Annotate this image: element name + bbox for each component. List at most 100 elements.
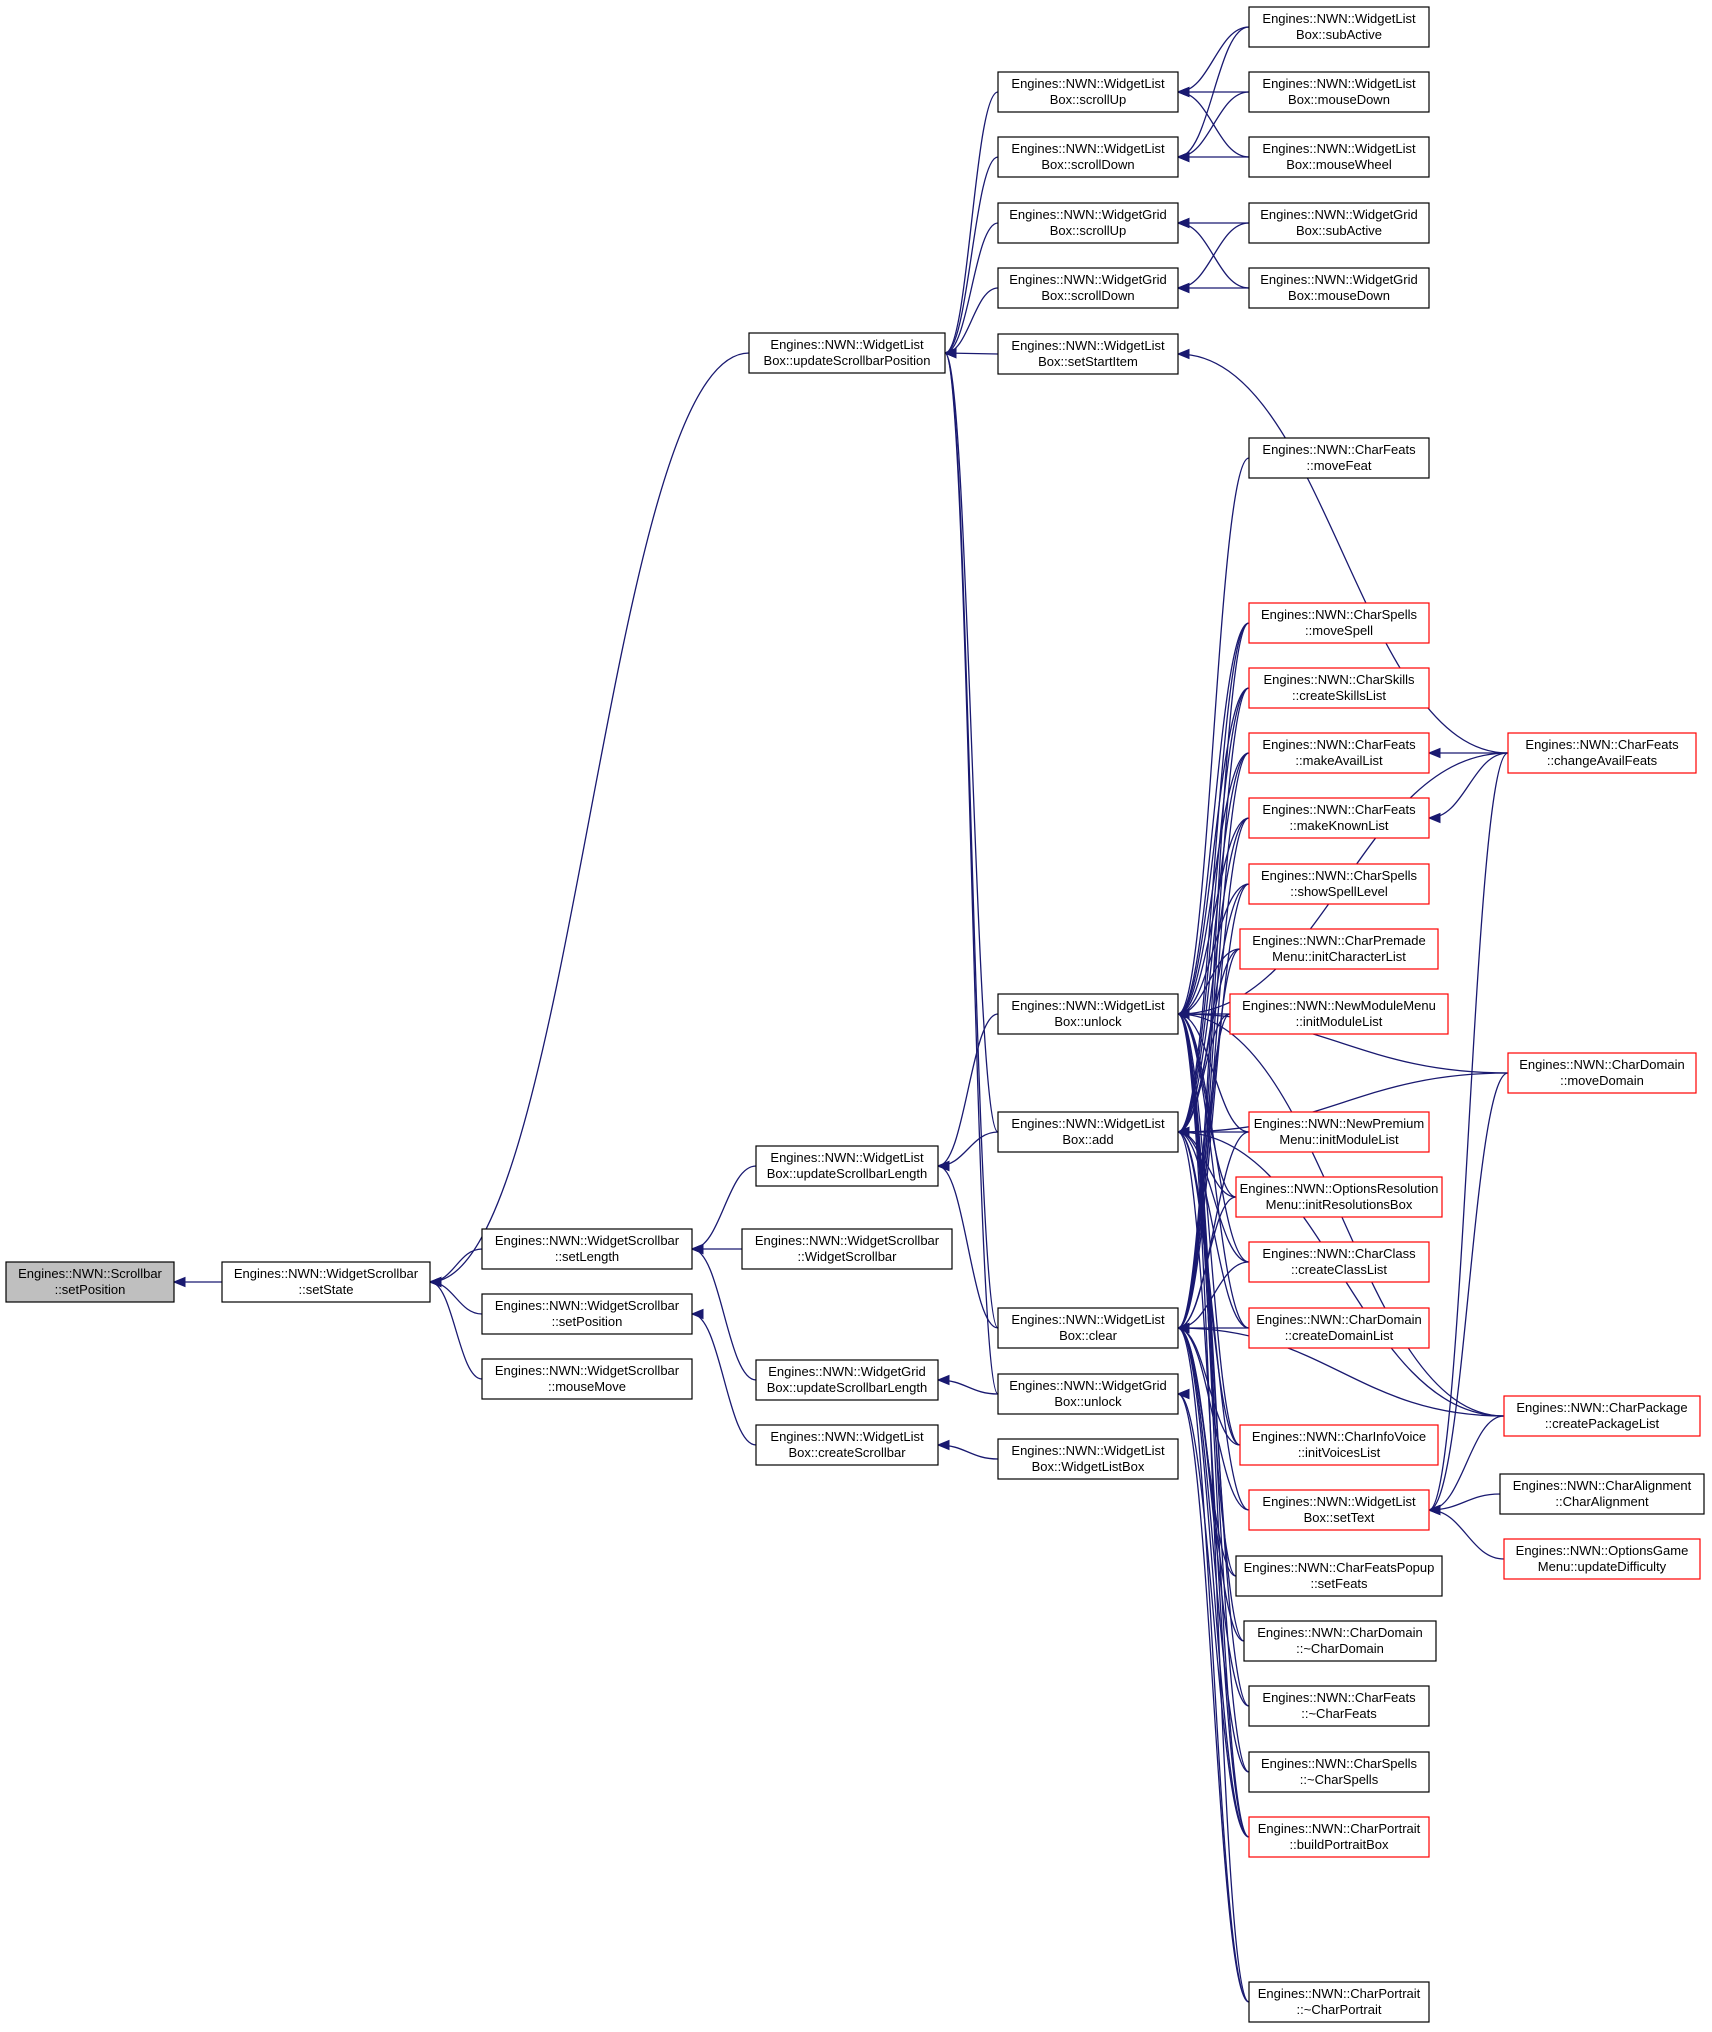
node-box[interactable] (1248, 863, 1430, 905)
graph-node-n36[interactable]: Engines::NWN::CharDomain::createDomainLi… (1248, 1307, 1430, 1349)
graph-node-n46[interactable]: Engines::NWN::CharDomain::moveDomain (1507, 1052, 1697, 1094)
node-box[interactable] (1239, 928, 1439, 970)
graph-node-n20[interactable]: Engines::NWN::WidgetListBox::subActive (1248, 6, 1430, 48)
node-box[interactable] (755, 1359, 939, 1401)
graph-node-n21[interactable]: Engines::NWN::WidgetListBox::mouseDown (1248, 71, 1430, 113)
graph-node-n19[interactable]: Engines::NWN::WidgetListBox::WidgetListB… (997, 1438, 1179, 1480)
node-box[interactable] (1248, 1751, 1430, 1793)
graph-node-n49[interactable]: Engines::NWN::OptionsGameMenu::updateDif… (1503, 1538, 1701, 1580)
node-box[interactable] (1507, 732, 1697, 774)
node-box[interactable] (1503, 1538, 1701, 1580)
graph-node-n10[interactable]: Engines::NWN::WidgetListBox::scrollUp (997, 71, 1179, 113)
graph-node-n15[interactable]: Engines::NWN::WidgetListBox::unlock (997, 993, 1179, 1035)
graph-node-n5[interactable]: Engines::NWN::WidgetListBox::updateScrol… (748, 332, 946, 374)
node-box[interactable] (1248, 267, 1430, 309)
node-box[interactable] (1248, 732, 1430, 774)
graph-node-n14[interactable]: Engines::NWN::WidgetListBox::setStartIte… (997, 333, 1179, 375)
node-box[interactable] (481, 1358, 693, 1400)
node-box[interactable] (997, 136, 1179, 178)
graph-node-n32[interactable]: Engines::NWN::NewModuleMenu::initModuleL… (1229, 993, 1449, 1035)
node-box[interactable] (997, 71, 1179, 113)
graph-node-n39[interactable]: Engines::NWN::CharFeatsPopup::setFeats (1235, 1555, 1443, 1597)
node-box[interactable] (1248, 1981, 1430, 2023)
node-box[interactable] (997, 267, 1179, 309)
node-box[interactable] (1248, 1241, 1430, 1283)
node-box[interactable] (997, 1111, 1179, 1153)
node-box[interactable] (997, 993, 1179, 1035)
graph-node-n25[interactable]: Engines::NWN::CharFeats::moveFeat (1248, 437, 1430, 479)
graph-node-n31[interactable]: Engines::NWN::CharPremadeMenu::initChara… (1239, 928, 1439, 970)
node-box[interactable] (997, 1373, 1179, 1415)
graph-node-n4[interactable]: Engines::NWN::WidgetScrollbar::mouseMove (481, 1358, 693, 1400)
node-box[interactable] (748, 332, 946, 374)
node-box[interactable] (1248, 6, 1430, 48)
graph-node-n22[interactable]: Engines::NWN::WidgetListBox::mouseWheel (1248, 136, 1430, 178)
graph-node-n1[interactable]: Engines::NWN::WidgetScrollbar::setState (221, 1261, 431, 1303)
graph-node-n41[interactable]: Engines::NWN::CharFeats::~CharFeats (1248, 1685, 1430, 1727)
graph-node-n0[interactable]: Engines::NWN::Scrollbar::setPosition (5, 1261, 175, 1303)
node-box[interactable] (1248, 202, 1430, 244)
graph-node-n33[interactable]: Engines::NWN::NewPremiumMenu::initModule… (1248, 1111, 1430, 1153)
node-box[interactable] (1248, 602, 1430, 644)
graph-node-n9[interactable]: Engines::NWN::WidgetListBox::createScrol… (755, 1424, 939, 1466)
graph-node-n27[interactable]: Engines::NWN::CharSkills::createSkillsLi… (1248, 667, 1430, 709)
graph-node-n47[interactable]: Engines::NWN::CharPackage::createPackage… (1503, 1395, 1701, 1437)
graph-node-n8[interactable]: Engines::NWN::WidgetGridBox::updateScrol… (755, 1359, 939, 1401)
node-box[interactable] (1248, 797, 1430, 839)
node-box[interactable] (1248, 1685, 1430, 1727)
node-box[interactable] (1248, 71, 1430, 113)
graph-node-n3[interactable]: Engines::NWN::WidgetScrollbar::setPositi… (481, 1293, 693, 1335)
node-box[interactable] (741, 1228, 953, 1270)
node-box[interactable] (1248, 1307, 1430, 1349)
graph-node-n17[interactable]: Engines::NWN::WidgetListBox::clear (997, 1307, 1179, 1349)
graph-node-n38[interactable]: Engines::NWN::WidgetListBox::setText (1248, 1489, 1430, 1531)
node-box[interactable] (997, 333, 1179, 375)
node-box[interactable] (1229, 993, 1449, 1035)
graph-node-n30[interactable]: Engines::NWN::CharSpells::showSpellLevel (1248, 863, 1430, 905)
graph-node-n16[interactable]: Engines::NWN::WidgetListBox::add (997, 1111, 1179, 1153)
node-box[interactable] (755, 1145, 939, 1187)
node-box[interactable] (1248, 136, 1430, 178)
node-box[interactable] (1507, 1052, 1697, 1094)
node-box[interactable] (1239, 1424, 1439, 1466)
node-box[interactable] (221, 1261, 431, 1303)
node-box[interactable] (1235, 1555, 1443, 1597)
node-box[interactable] (1248, 1816, 1430, 1858)
node-box[interactable] (997, 1307, 1179, 1349)
node-box[interactable] (997, 1438, 1179, 1480)
graph-node-n6[interactable]: Engines::NWN::WidgetListBox::updateScrol… (755, 1145, 939, 1187)
graph-node-n45[interactable]: Engines::NWN::CharFeats::changeAvailFeat… (1507, 732, 1697, 774)
graph-node-n7[interactable]: Engines::NWN::WidgetScrollbar::WidgetScr… (741, 1228, 953, 1270)
graph-node-n34[interactable]: Engines::NWN::OptionsResolutionMenu::ini… (1235, 1176, 1443, 1218)
node-box[interactable] (755, 1424, 939, 1466)
node-box[interactable] (1503, 1395, 1701, 1437)
graph-node-n26[interactable]: Engines::NWN::CharSpells::moveSpell (1248, 602, 1430, 644)
graph-node-n48[interactable]: Engines::NWN::CharAlignment::CharAlignme… (1499, 1473, 1705, 1515)
graph-node-n28[interactable]: Engines::NWN::CharFeats::makeAvailList (1248, 732, 1430, 774)
graph-node-n29[interactable]: Engines::NWN::CharFeats::makeKnownList (1248, 797, 1430, 839)
node-box[interactable] (1248, 1111, 1430, 1153)
node-box[interactable] (1248, 437, 1430, 479)
graph-node-n37[interactable]: Engines::NWN::CharInfoVoice::initVoicesL… (1239, 1424, 1439, 1466)
graph-node-n2[interactable]: Engines::NWN::WidgetScrollbar::setLength (481, 1228, 693, 1270)
node-box[interactable] (481, 1293, 693, 1335)
graph-node-n44[interactable]: Engines::NWN::CharPortrait::~CharPortrai… (1248, 1981, 1430, 2023)
node-box[interactable] (1248, 667, 1430, 709)
node-box[interactable] (1499, 1473, 1705, 1515)
node-box[interactable] (481, 1228, 693, 1270)
graph-node-n35[interactable]: Engines::NWN::CharClass::createClassList (1248, 1241, 1430, 1283)
node-box[interactable] (997, 202, 1179, 244)
graph-node-n11[interactable]: Engines::NWN::WidgetListBox::scrollDown (997, 136, 1179, 178)
graph-node-n40[interactable]: Engines::NWN::CharDomain::~CharDomain (1243, 1620, 1437, 1662)
node-box[interactable] (1235, 1176, 1443, 1218)
graph-node-n43[interactable]: Engines::NWN::CharPortrait::buildPortrai… (1248, 1816, 1430, 1858)
graph-node-n42[interactable]: Engines::NWN::CharSpells::~CharSpells (1248, 1751, 1430, 1793)
node-box[interactable] (5, 1261, 175, 1303)
node-box[interactable] (1243, 1620, 1437, 1662)
node-box[interactable] (1248, 1489, 1430, 1531)
